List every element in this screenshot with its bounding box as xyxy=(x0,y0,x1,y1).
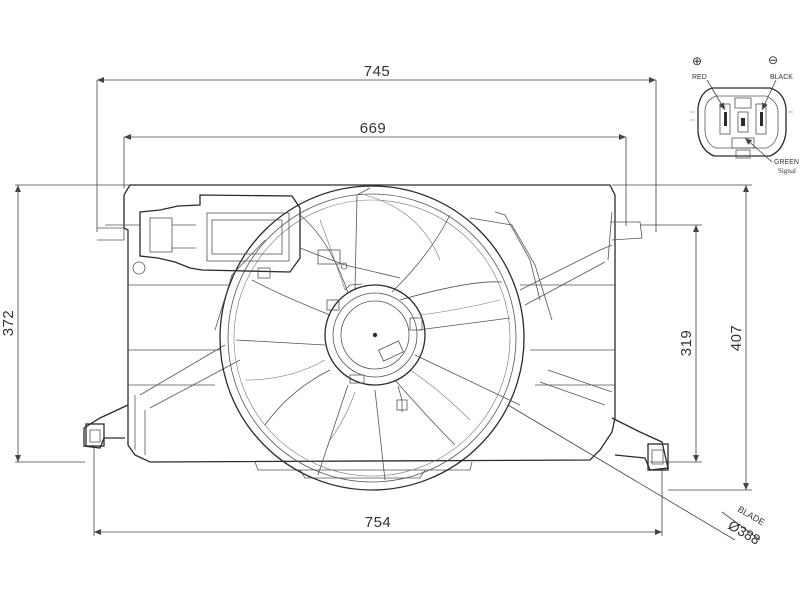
red-label: RED xyxy=(692,74,707,81)
dimension-745-label: 745 xyxy=(364,63,391,80)
dimension-754: 754 xyxy=(93,446,663,536)
blade-callout: BLADE Ø388 xyxy=(507,404,767,548)
fan-ring xyxy=(214,185,553,491)
dimension-372-label: 372 xyxy=(0,310,17,337)
signal-label: Signal xyxy=(778,167,796,175)
dimension-669: 669 xyxy=(123,120,627,226)
right-mount-bracket xyxy=(611,417,669,471)
green-label: GREEN xyxy=(774,159,799,166)
dimension-407-label: 407 xyxy=(728,325,745,352)
minus-symbol: ⊖ xyxy=(768,53,778,67)
connector-pinout: ⊕ ⊖ RED BLACK GREEN Signal xyxy=(690,53,799,175)
fan-blades xyxy=(235,187,521,481)
dimension-319-label: 319 xyxy=(678,330,695,357)
dimension-745: 745 xyxy=(96,63,657,232)
dimension-754-label: 754 xyxy=(365,514,392,531)
left-top-tab xyxy=(97,224,140,241)
plus-symbol: ⊕ xyxy=(692,54,702,68)
dimension-407: 407 xyxy=(612,184,752,491)
black-label: BLACK xyxy=(770,74,793,81)
motor-hub xyxy=(324,283,426,412)
dimension-669-label: 669 xyxy=(360,120,387,137)
shroud-frame xyxy=(123,184,643,479)
dimension-372: 372 xyxy=(0,184,130,463)
control-module xyxy=(139,194,401,279)
dimension-319: 319 xyxy=(640,224,702,463)
left-mount-bracket xyxy=(83,404,129,449)
